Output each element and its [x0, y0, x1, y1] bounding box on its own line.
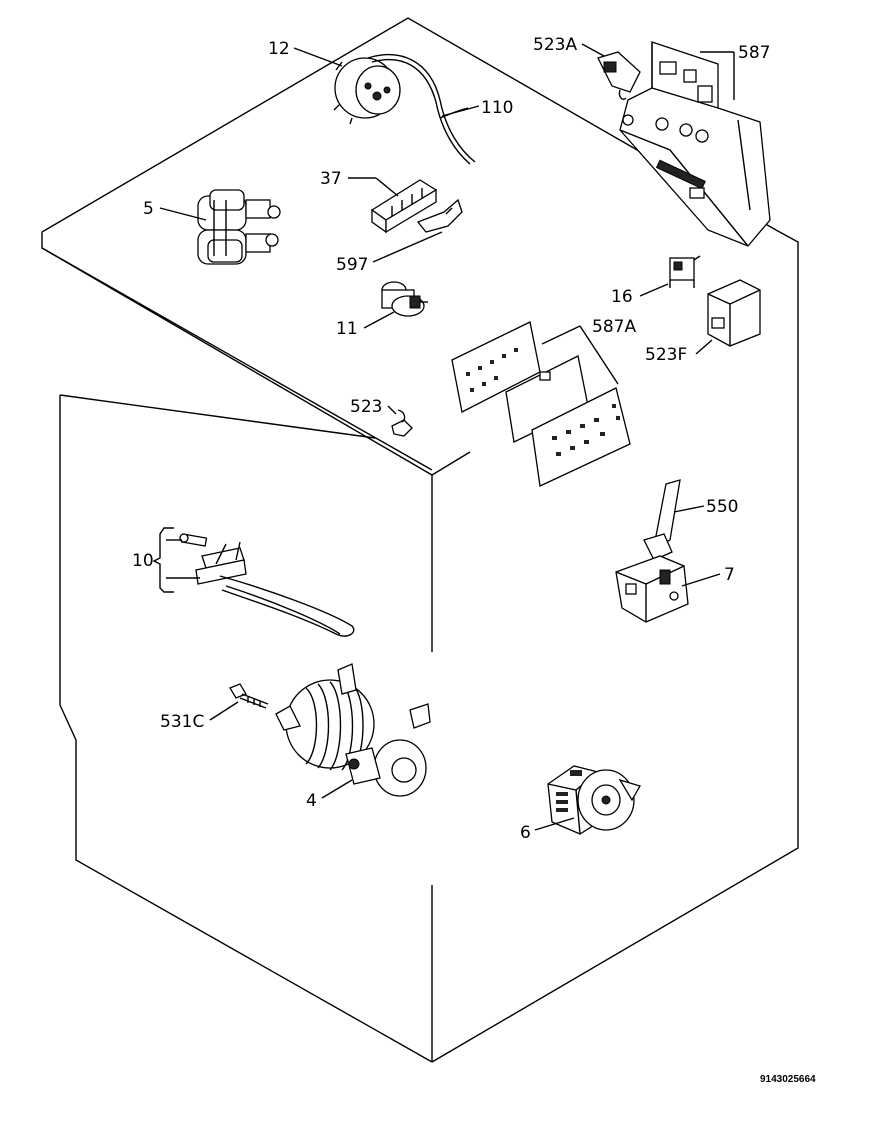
part-labels: 12 110 523A 587 37 5 597 16 11 587A 523F… — [132, 35, 816, 1085]
drain-pump-part — [547, 765, 641, 835]
label-4: 4 — [306, 791, 317, 811]
label-523: 523 — [350, 397, 382, 417]
label-523a: 523A — [533, 35, 577, 55]
filter-523f-part — [707, 279, 761, 347]
control-housing-part — [619, 41, 771, 247]
label-7: 7 — [724, 565, 735, 585]
electronic-board-part — [451, 321, 631, 487]
label-6: 6 — [520, 823, 531, 843]
label-5: 5 — [143, 199, 154, 219]
clip-597-part — [416, 198, 463, 233]
reference-number: 9143025664 — [760, 1074, 816, 1085]
label-110: 110 — [481, 98, 513, 118]
connector-523a-part — [597, 51, 641, 126]
relay-16-part — [669, 255, 701, 288]
bolt-531c-part — [229, 683, 269, 709]
label-11: 11 — [336, 319, 358, 339]
label-531c: 531C — [160, 712, 204, 732]
label-587a: 587A — [592, 317, 636, 337]
label-10: 10 — [132, 551, 154, 571]
heating-element-part — [179, 533, 355, 637]
label-16: 16 — [611, 287, 633, 307]
label-523f: 523F — [645, 345, 687, 365]
terminal-block-part — [370, 179, 438, 234]
connector-523-part — [391, 409, 413, 437]
water-valve-part — [197, 189, 281, 265]
door-lock-part — [615, 479, 689, 623]
motor-part — [275, 663, 431, 797]
label-587: 587 — [738, 43, 770, 63]
suppressor-part — [381, 281, 428, 317]
pressure-switch-part — [333, 54, 476, 165]
label-37: 37 — [320, 169, 342, 189]
label-597: 597 — [336, 255, 368, 275]
leader-lines — [152, 43, 735, 831]
label-550: 550 — [706, 497, 738, 517]
label-12: 12 — [268, 39, 290, 59]
